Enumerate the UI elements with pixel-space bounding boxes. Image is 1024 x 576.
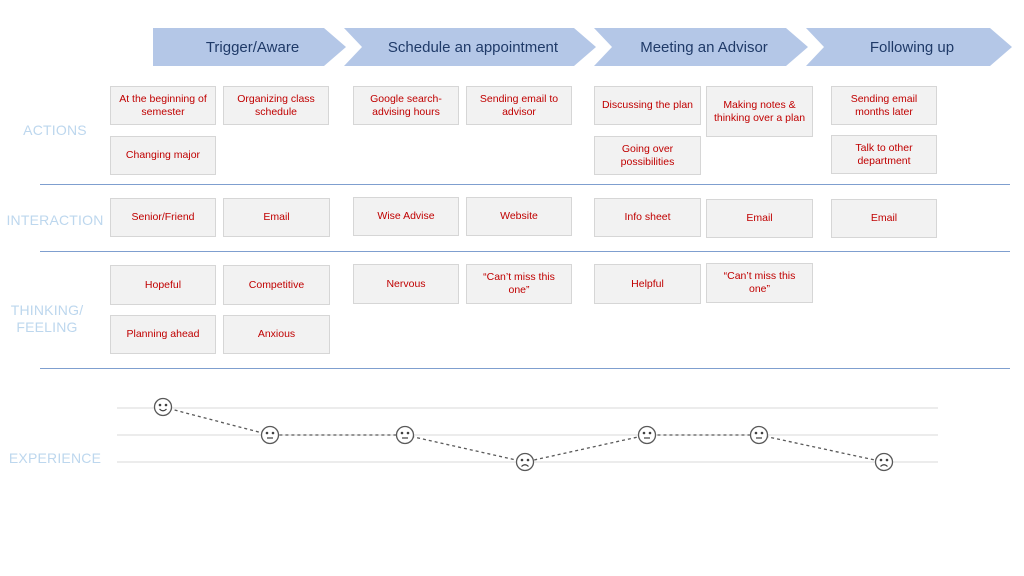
feeling-card: Competitive (223, 265, 330, 305)
interaction-card: Wise Advise (353, 197, 459, 236)
row-label-thinking-feeling: THINKING/ FEELING (10, 302, 84, 335)
feeling-card: Nervous (353, 264, 459, 304)
feeling-card: Planning ahead (110, 315, 216, 354)
interaction-card: Info sheet (594, 198, 701, 237)
action-card: Discussing the plan (594, 86, 701, 125)
neutral-face-icon (749, 425, 769, 445)
feeling-card: “Can’t miss this one” (466, 264, 572, 304)
row-label-interaction: INTERACTION (6, 212, 104, 228)
action-card: At the beginning of semester (110, 86, 216, 125)
action-card: Talk to other department (831, 135, 937, 174)
neutral-face-icon (395, 425, 415, 445)
phase-following-up: Following up (806, 28, 1012, 66)
divider-line (40, 184, 1010, 185)
interaction-card: Email (223, 198, 330, 237)
phase-label: Schedule an appointment (387, 38, 559, 56)
phase-label: Meeting an Advisor (640, 38, 768, 56)
feeling-card: Helpful (594, 264, 701, 304)
phase-label: Trigger/Aware (205, 38, 300, 56)
sad-face-icon (515, 452, 535, 472)
action-card: Changing major (110, 136, 216, 175)
phase-meeting-advisor: Meeting an Advisor (594, 28, 808, 66)
row-label-actions: ACTIONS (23, 122, 87, 138)
sad-face-icon (874, 452, 894, 472)
action-card: Making notes & thinking over a plan (706, 86, 813, 137)
action-card: Sending email months later (831, 86, 937, 125)
divider-line (40, 251, 1010, 252)
feeling-card: Anxious (223, 315, 330, 354)
neutral-face-icon (637, 425, 657, 445)
interaction-card: Email (706, 199, 813, 238)
action-card: Organizing class schedule (223, 86, 329, 125)
interaction-card: Email (831, 199, 937, 238)
phase-trigger-aware: Trigger/Aware (153, 28, 346, 66)
feeling-card: “Can’t miss this one” (706, 263, 813, 303)
action-card: Google search- advising hours (353, 86, 459, 125)
feeling-card: Hopeful (110, 265, 216, 305)
phase-label: Following up (869, 38, 955, 56)
interaction-card: Senior/Friend (110, 198, 216, 237)
neutral-face-icon (260, 425, 280, 445)
action-card: Sending email to advisor (466, 86, 572, 125)
row-label-experience: EXPERIENCE (8, 450, 102, 466)
action-card: Going over possibilities (594, 136, 701, 175)
phase-schedule-appointment: Schedule an appointment (344, 28, 596, 66)
interaction-card: Website (466, 197, 572, 236)
happy-face-icon (153, 397, 173, 417)
divider-line (40, 368, 1010, 369)
